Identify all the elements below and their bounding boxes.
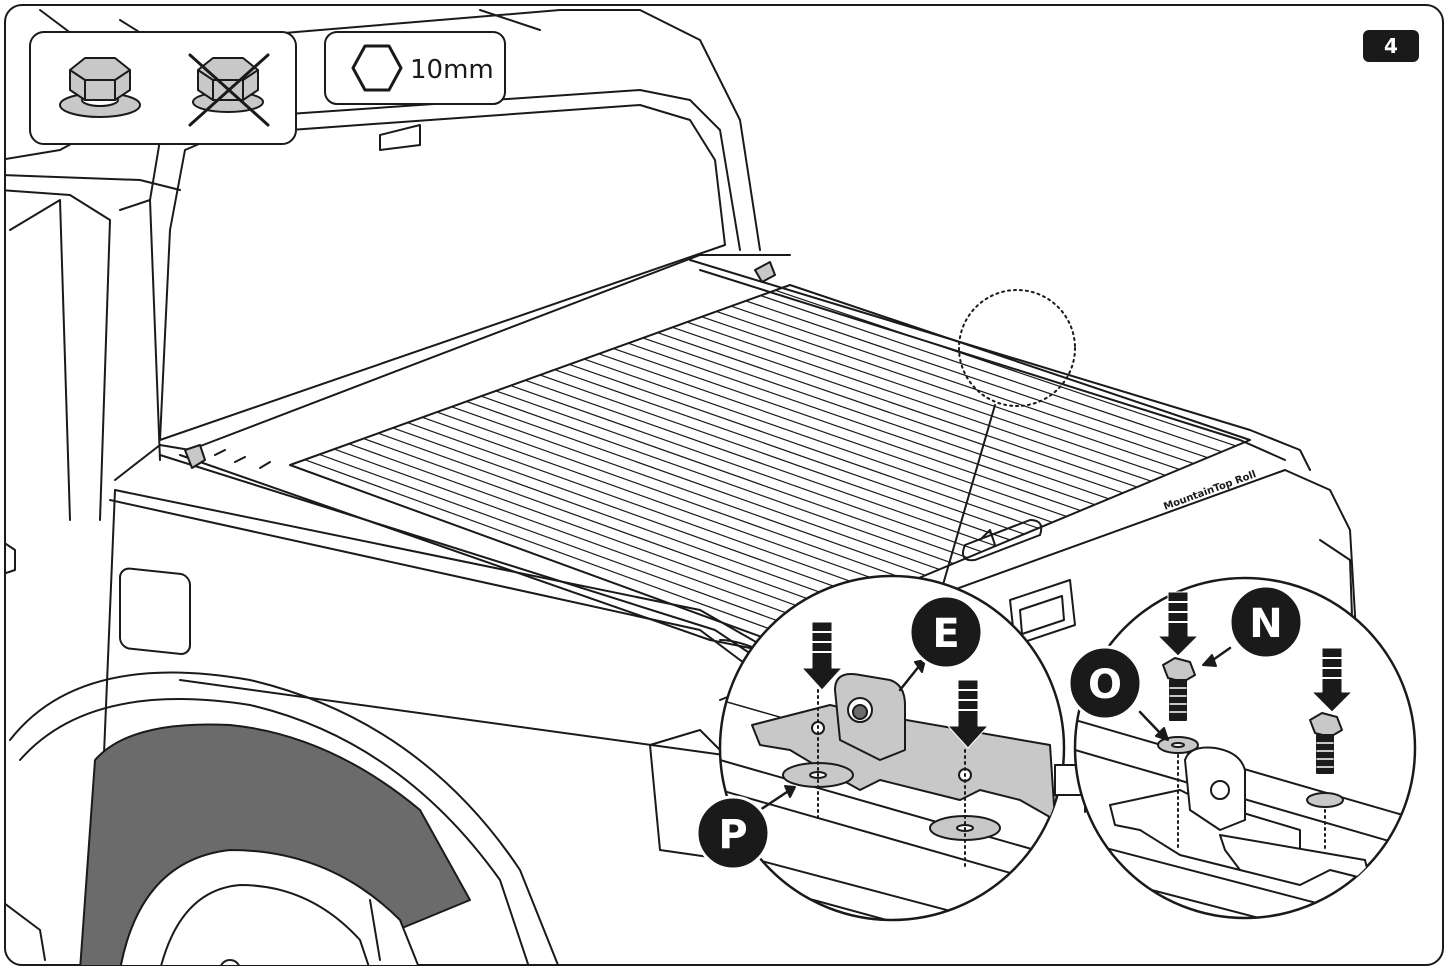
cover-slat (745, 300, 1209, 459)
insert-arrow-left (801, 621, 843, 691)
cover-slat (539, 374, 1011, 541)
cover-slat (333, 448, 813, 623)
cover-slat (730, 305, 1195, 465)
cover-slat (392, 427, 870, 600)
tool-size: 10mm (410, 55, 494, 85)
bracket-right (754, 261, 776, 283)
insert-arrow-bolt-second (1311, 647, 1353, 713)
cover-slat (671, 326, 1138, 488)
bracket-left (184, 444, 206, 469)
hardware-legend (29, 31, 297, 145)
cover-slat (495, 390, 969, 559)
cover-slat (348, 443, 828, 618)
bolt-second (1309, 712, 1343, 774)
cover-slat (421, 416, 898, 588)
cover-slat (509, 384, 983, 553)
roller-cover (179, 261, 1251, 656)
cover-slat (554, 369, 1025, 535)
cover-slat (318, 453, 799, 629)
tailgate (759, 469, 1361, 701)
cover-slat (598, 353, 1068, 518)
cover-slat (583, 358, 1053, 523)
cover-slat (407, 422, 884, 594)
callout-E: E (932, 611, 959, 657)
cover-slat (465, 400, 941, 571)
cover-slat (436, 411, 912, 582)
insert-arrow-right (947, 679, 989, 749)
cover-slat (627, 342, 1096, 506)
fuel-door (119, 567, 191, 655)
bolt-crossed-out-icon (188, 53, 270, 127)
zoom-detail-left (718, 574, 1066, 922)
cover-slat (480, 395, 955, 565)
cover-slat (657, 332, 1124, 494)
cover-slat (568, 363, 1039, 529)
cover-brand: MountainTop Roll (1162, 469, 1257, 513)
cover-lock (962, 519, 1043, 562)
cover-slat (759, 294, 1223, 453)
cover-slat (774, 289, 1237, 447)
cover-slat (362, 437, 842, 612)
bolt-N (1162, 657, 1196, 721)
cover-slat (701, 316, 1166, 476)
callout-O: O (1088, 662, 1122, 708)
cover-slat (451, 406, 926, 576)
tire (119, 849, 421, 965)
wheel-arch (9, 671, 561, 965)
callout-N: N (1249, 601, 1282, 647)
step-badge (1363, 30, 1419, 62)
callout-E-badge (908, 594, 984, 670)
cover-slat (524, 379, 997, 547)
detail-marker (958, 289, 1076, 407)
detail-leader (939, 404, 996, 596)
hex-wrench-icon (351, 44, 403, 92)
cover-slat (642, 337, 1110, 500)
cover-slats (304, 289, 1237, 635)
cover-slat (612, 347, 1082, 512)
callout-P: P (718, 812, 747, 858)
callout-N-badge (1228, 584, 1304, 660)
bolt-with-washer-icon (59, 57, 141, 118)
tool-indicator (324, 31, 506, 105)
cover-slat (715, 310, 1181, 471)
callout-O-badge (1067, 645, 1143, 721)
callout-P-badge (695, 795, 771, 871)
cover-slat (686, 321, 1152, 482)
cover-slat (377, 432, 856, 606)
insert-arrow-bolt (1157, 591, 1199, 657)
step-number: 4 (1384, 34, 1398, 58)
cover-slat (304, 459, 785, 635)
